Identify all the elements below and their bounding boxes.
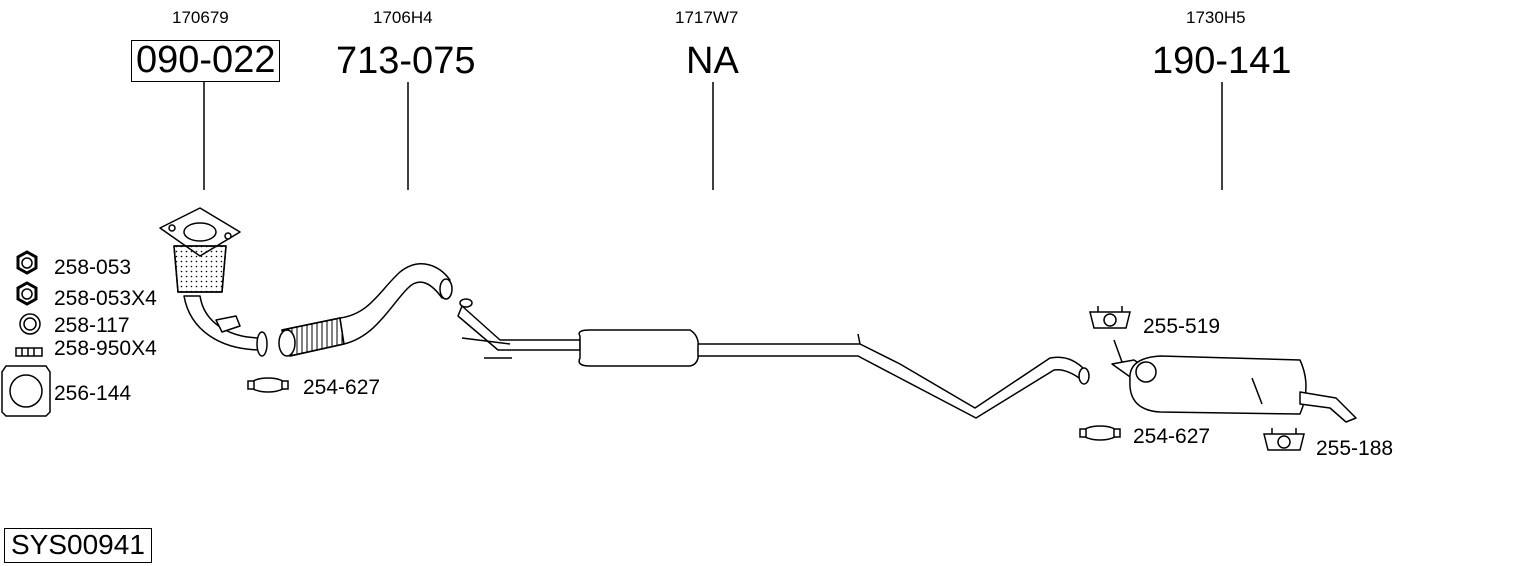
- system-code: SYS00941: [4, 528, 152, 564]
- rubber-mount-icon: [1263, 428, 1305, 451]
- catalytic-converter-part[interactable]: [159, 207, 268, 357]
- oem-ref-1: 170679: [172, 8, 229, 27]
- acc-label-256-144[interactable]: 256-144: [54, 382, 132, 405]
- acc-label-255-188[interactable]: 255-188: [1316, 437, 1394, 460]
- oem-ref-3: 1717W7: [675, 8, 739, 27]
- stud-bolt-icon: [15, 347, 43, 357]
- rear-silencer-part[interactable]: [1111, 339, 1357, 423]
- flex-pipe-part[interactable]: [278, 263, 453, 357]
- part-number-4[interactable]: 190-141: [1152, 40, 1292, 82]
- acc-label-254-627-a[interactable]: 254-627: [303, 376, 381, 399]
- rubber-mount-icon: [1089, 306, 1131, 329]
- part-number-1[interactable]: 090-022: [131, 40, 281, 82]
- hex-nut-icon: [16, 281, 38, 306]
- acc-label-258-053x4[interactable]: 258-053X4: [54, 287, 157, 310]
- flange-gasket-icon: [1, 365, 51, 417]
- acc-label-255-519[interactable]: 255-519: [1143, 315, 1221, 338]
- part-number-2[interactable]: 713-075: [336, 40, 476, 82]
- acc-label-258-053[interactable]: 258-053: [54, 256, 132, 279]
- washer-ring-icon: [19, 313, 41, 335]
- oem-ref-2: 1706H4: [373, 8, 433, 27]
- middle-pipe-part[interactable]: [457, 298, 1090, 419]
- hex-nut-icon: [16, 250, 38, 275]
- pipe-clamp-icon: [247, 377, 289, 393]
- acc-label-258-950x4[interactable]: 258-950X4: [54, 337, 157, 360]
- acc-label-254-627-b[interactable]: 254-627: [1133, 425, 1211, 448]
- oem-ref-4: 1730H5: [1186, 8, 1246, 27]
- pipe-clamp-icon: [1079, 425, 1121, 441]
- part-number-3[interactable]: NA: [686, 40, 739, 82]
- acc-label-258-117[interactable]: 258-117: [54, 314, 130, 337]
- leader-lines: [203, 82, 1223, 190]
